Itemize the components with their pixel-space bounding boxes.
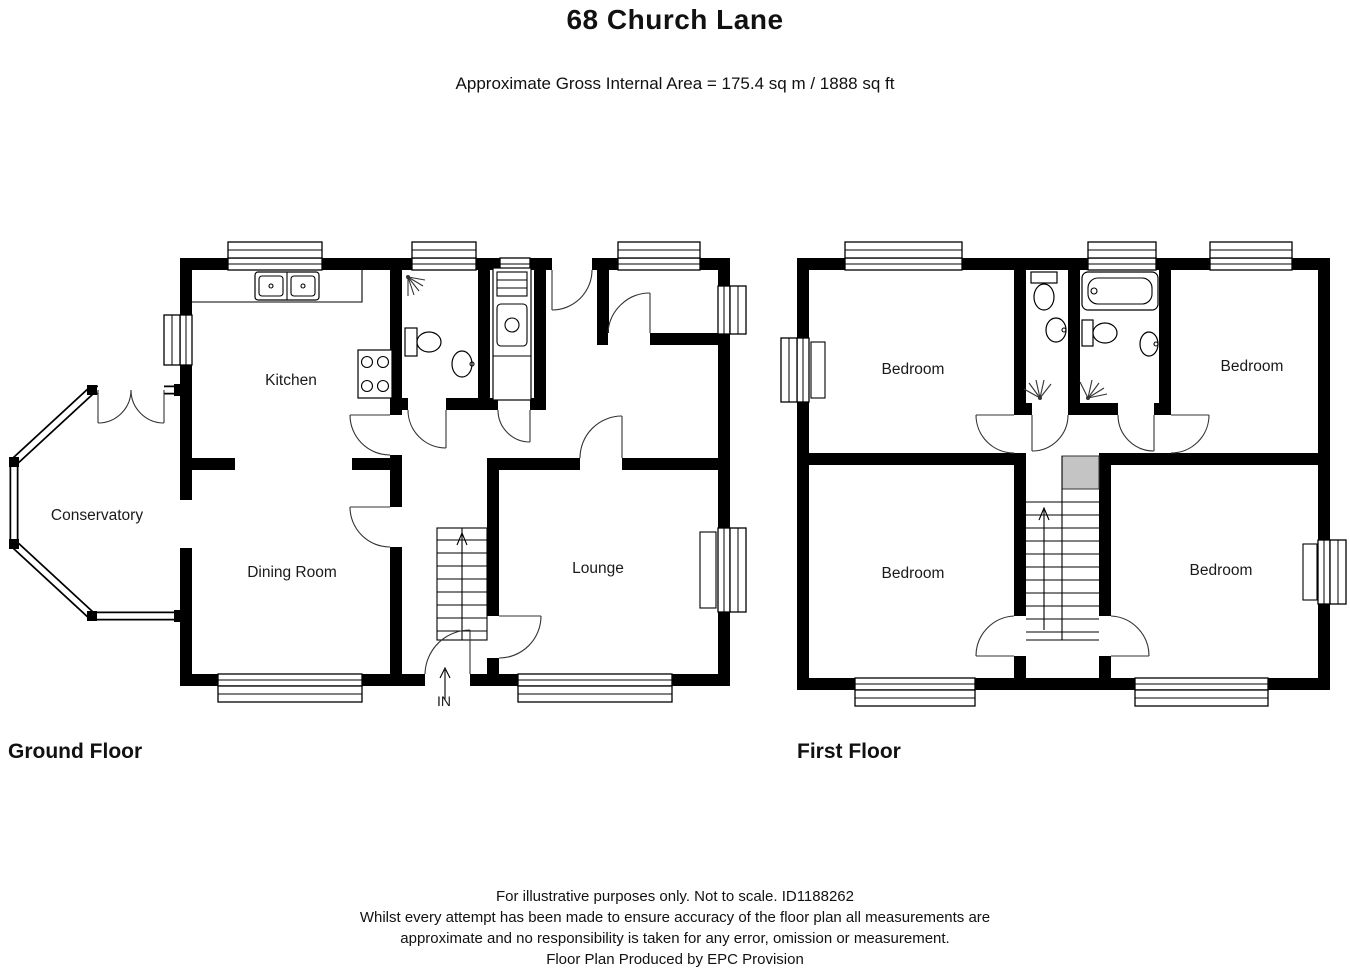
- entrance-label: IN: [437, 693, 451, 709]
- dining-room-label: Dining Room: [247, 564, 337, 581]
- ground-door-gaps: [180, 258, 650, 686]
- entrance-arrow-icon: [439, 666, 451, 700]
- area-subtitle: Approximate Gross Internal Area = 175.4 …: [455, 74, 895, 93]
- wc-basin-icon: [451, 350, 475, 378]
- kitchen-sink-icon: [254, 271, 320, 301]
- kitchen-label: Kitchen: [265, 372, 317, 389]
- disclaimer-line-4: Floor Plan Produced by EPC Provision: [546, 951, 804, 968]
- first-stairs: [1026, 455, 1100, 641]
- disclaimer-line-3: approximate and no responsibility is tak…: [400, 930, 950, 947]
- hob-icon: [357, 349, 393, 399]
- first-windows: [780, 241, 1347, 707]
- bathroom-toilet-right-icon: [1081, 319, 1118, 347]
- disclaimer-footer: For illustrative purposes only. Not to s…: [0, 886, 1350, 970]
- conservatory-structure: [9, 384, 186, 622]
- utility-units-icon: [492, 267, 532, 401]
- kitchen-counter: [192, 270, 363, 303]
- ground-doors: [349, 269, 651, 675]
- bedroom-bottom-left-label: Bedroom: [882, 565, 945, 582]
- bathroom-toilet-left-icon: [1030, 271, 1058, 311]
- wc-toilet-icon: [404, 327, 442, 357]
- ground-walls: [180, 258, 730, 686]
- conservatory-double-doors: [97, 389, 165, 424]
- disclaimer-line-2: Whilst every attempt has been made to en…: [359, 909, 991, 926]
- bath-icon: [1081, 271, 1159, 311]
- first-floor-label: First Floor: [797, 740, 901, 763]
- floor-plan-first: Bedroom Bedroom Bedroom Bedroom: [780, 241, 1347, 707]
- conservatory-label: Conservatory: [51, 507, 143, 524]
- disclaimer-line-1: For illustrative purposes only. Not to s…: [496, 888, 854, 905]
- bedroom-top-left-label: Bedroom: [882, 361, 945, 378]
- bathroom-basin-left-icon: [1045, 317, 1067, 343]
- shower-spray-left-icon: [1023, 379, 1052, 400]
- bedroom-bottom-right-label: Bedroom: [1190, 562, 1253, 579]
- page-title: 68 Church Lane: [566, 4, 784, 35]
- ground-windows: [163, 241, 747, 703]
- bedroom-top-right-label: Bedroom: [1221, 358, 1284, 375]
- first-door-gaps: [1014, 403, 1171, 656]
- floor-plan-ground: Kitchen Dining Room Conservatory Lounge …: [9, 241, 747, 709]
- first-doors: [975, 414, 1210, 657]
- shower-spray-right-icon: [1079, 379, 1108, 400]
- wc-light-icon: [406, 275, 426, 296]
- ground-stairs: [436, 527, 488, 641]
- ground-floor-label: Ground Floor: [8, 740, 143, 763]
- lounge-label: Lounge: [572, 560, 624, 577]
- bathroom-basin-right-icon: [1139, 331, 1159, 357]
